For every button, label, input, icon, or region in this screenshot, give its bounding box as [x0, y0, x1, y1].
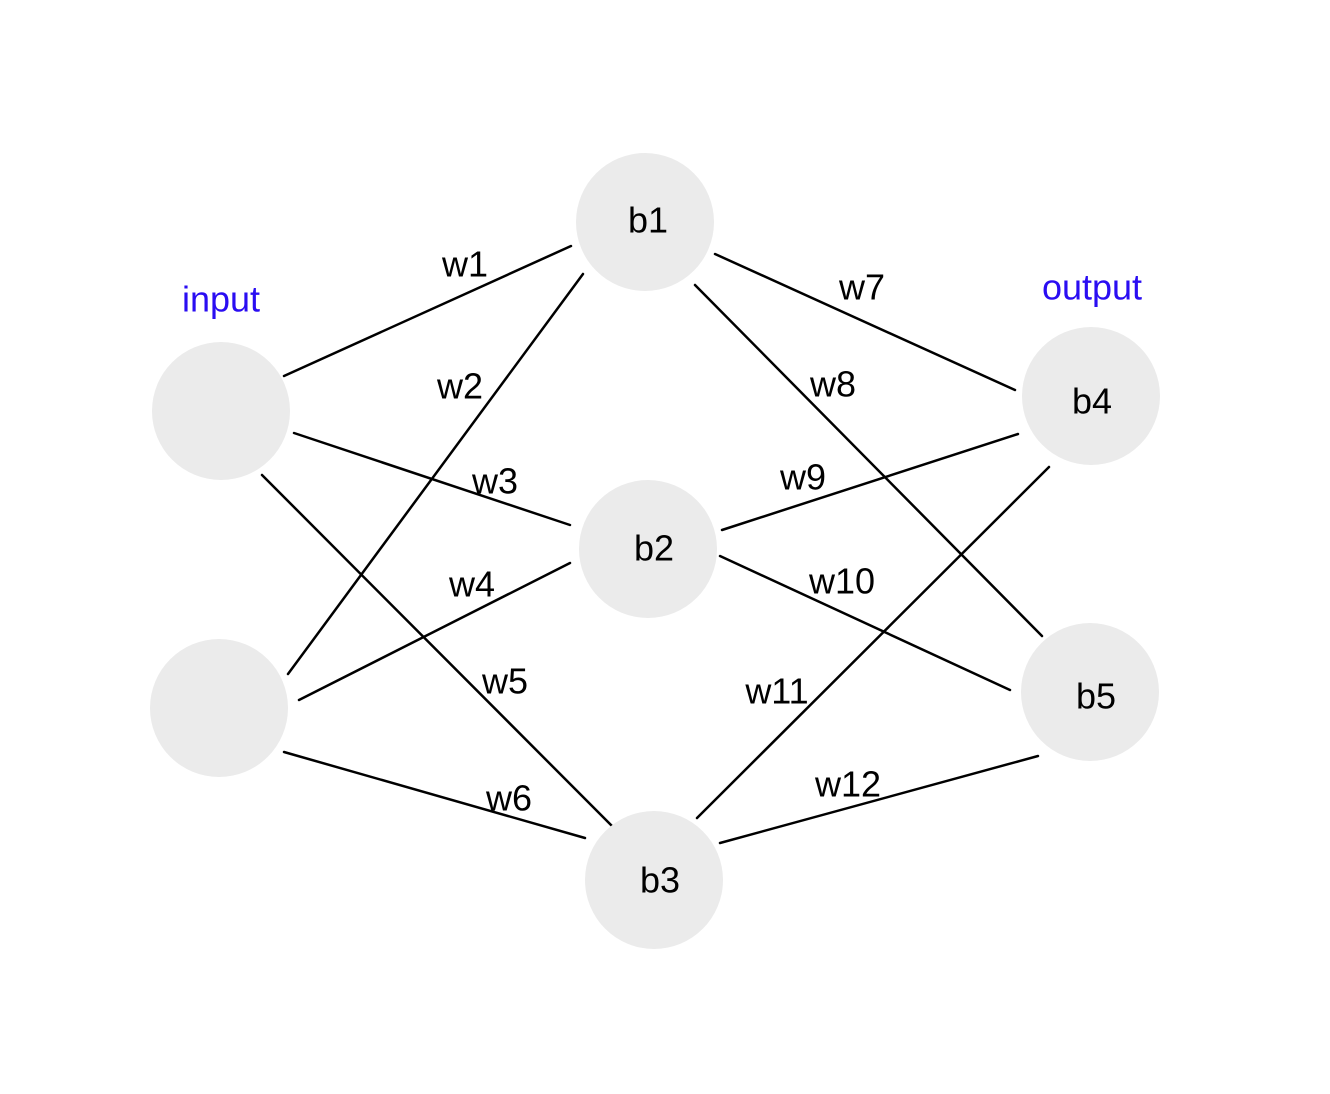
- input-node-1: [152, 342, 290, 480]
- edge-w5: [260, 473, 614, 828]
- weight-label-w6: w6: [485, 778, 532, 819]
- weight-label-w4: w4: [448, 564, 495, 605]
- edge-w11: [695, 465, 1051, 820]
- nodes-group: [150, 153, 1160, 949]
- hidden-node-b2: [579, 480, 717, 618]
- weight-label-w9: w9: [779, 457, 826, 498]
- edges-group: [260, 244, 1051, 845]
- weight-label-w8: w8: [809, 364, 856, 405]
- edge-w12: [718, 754, 1040, 845]
- input-layer-label: input: [182, 279, 260, 320]
- weight-label-w11: w11: [744, 671, 808, 712]
- hidden-node-b1: [576, 153, 714, 291]
- layer-labels-group: input output: [182, 267, 1142, 320]
- edge-w2: [286, 272, 585, 676]
- node-labels-group: b1 b2 b3 b4 b5: [628, 200, 1116, 901]
- input-node-2: [150, 639, 288, 777]
- edge-w6: [282, 750, 587, 840]
- node-label-b1: b1: [628, 200, 668, 241]
- weight-label-w7: w7: [838, 267, 885, 308]
- weight-label-w12: w12: [814, 764, 881, 805]
- edge-w9: [720, 432, 1020, 532]
- output-layer-label: output: [1042, 267, 1142, 308]
- edge-w1: [282, 244, 573, 378]
- node-label-b2: b2: [634, 528, 674, 569]
- weight-label-w1: w1: [441, 244, 488, 285]
- node-label-b3: b3: [640, 860, 680, 901]
- edge-w7: [713, 252, 1017, 392]
- weight-labels-group: w1 w2 w3 w4 w5 w6 w7 w8 w9 w10 w11 w12: [436, 244, 885, 819]
- node-label-b5: b5: [1076, 676, 1116, 717]
- weight-label-w2: w2: [436, 366, 483, 407]
- weight-label-w10: w10: [808, 561, 875, 602]
- output-node-b4: [1022, 327, 1160, 465]
- output-node-b5: [1021, 623, 1159, 761]
- edge-w8: [693, 283, 1044, 638]
- weight-label-w3: w3: [471, 461, 518, 502]
- edge-w4: [297, 561, 572, 702]
- node-label-b4: b4: [1072, 381, 1112, 422]
- edge-w10: [718, 554, 1012, 692]
- edge-w3: [292, 431, 572, 527]
- weight-label-w5: w5: [481, 661, 528, 702]
- hidden-node-b3: [585, 811, 723, 949]
